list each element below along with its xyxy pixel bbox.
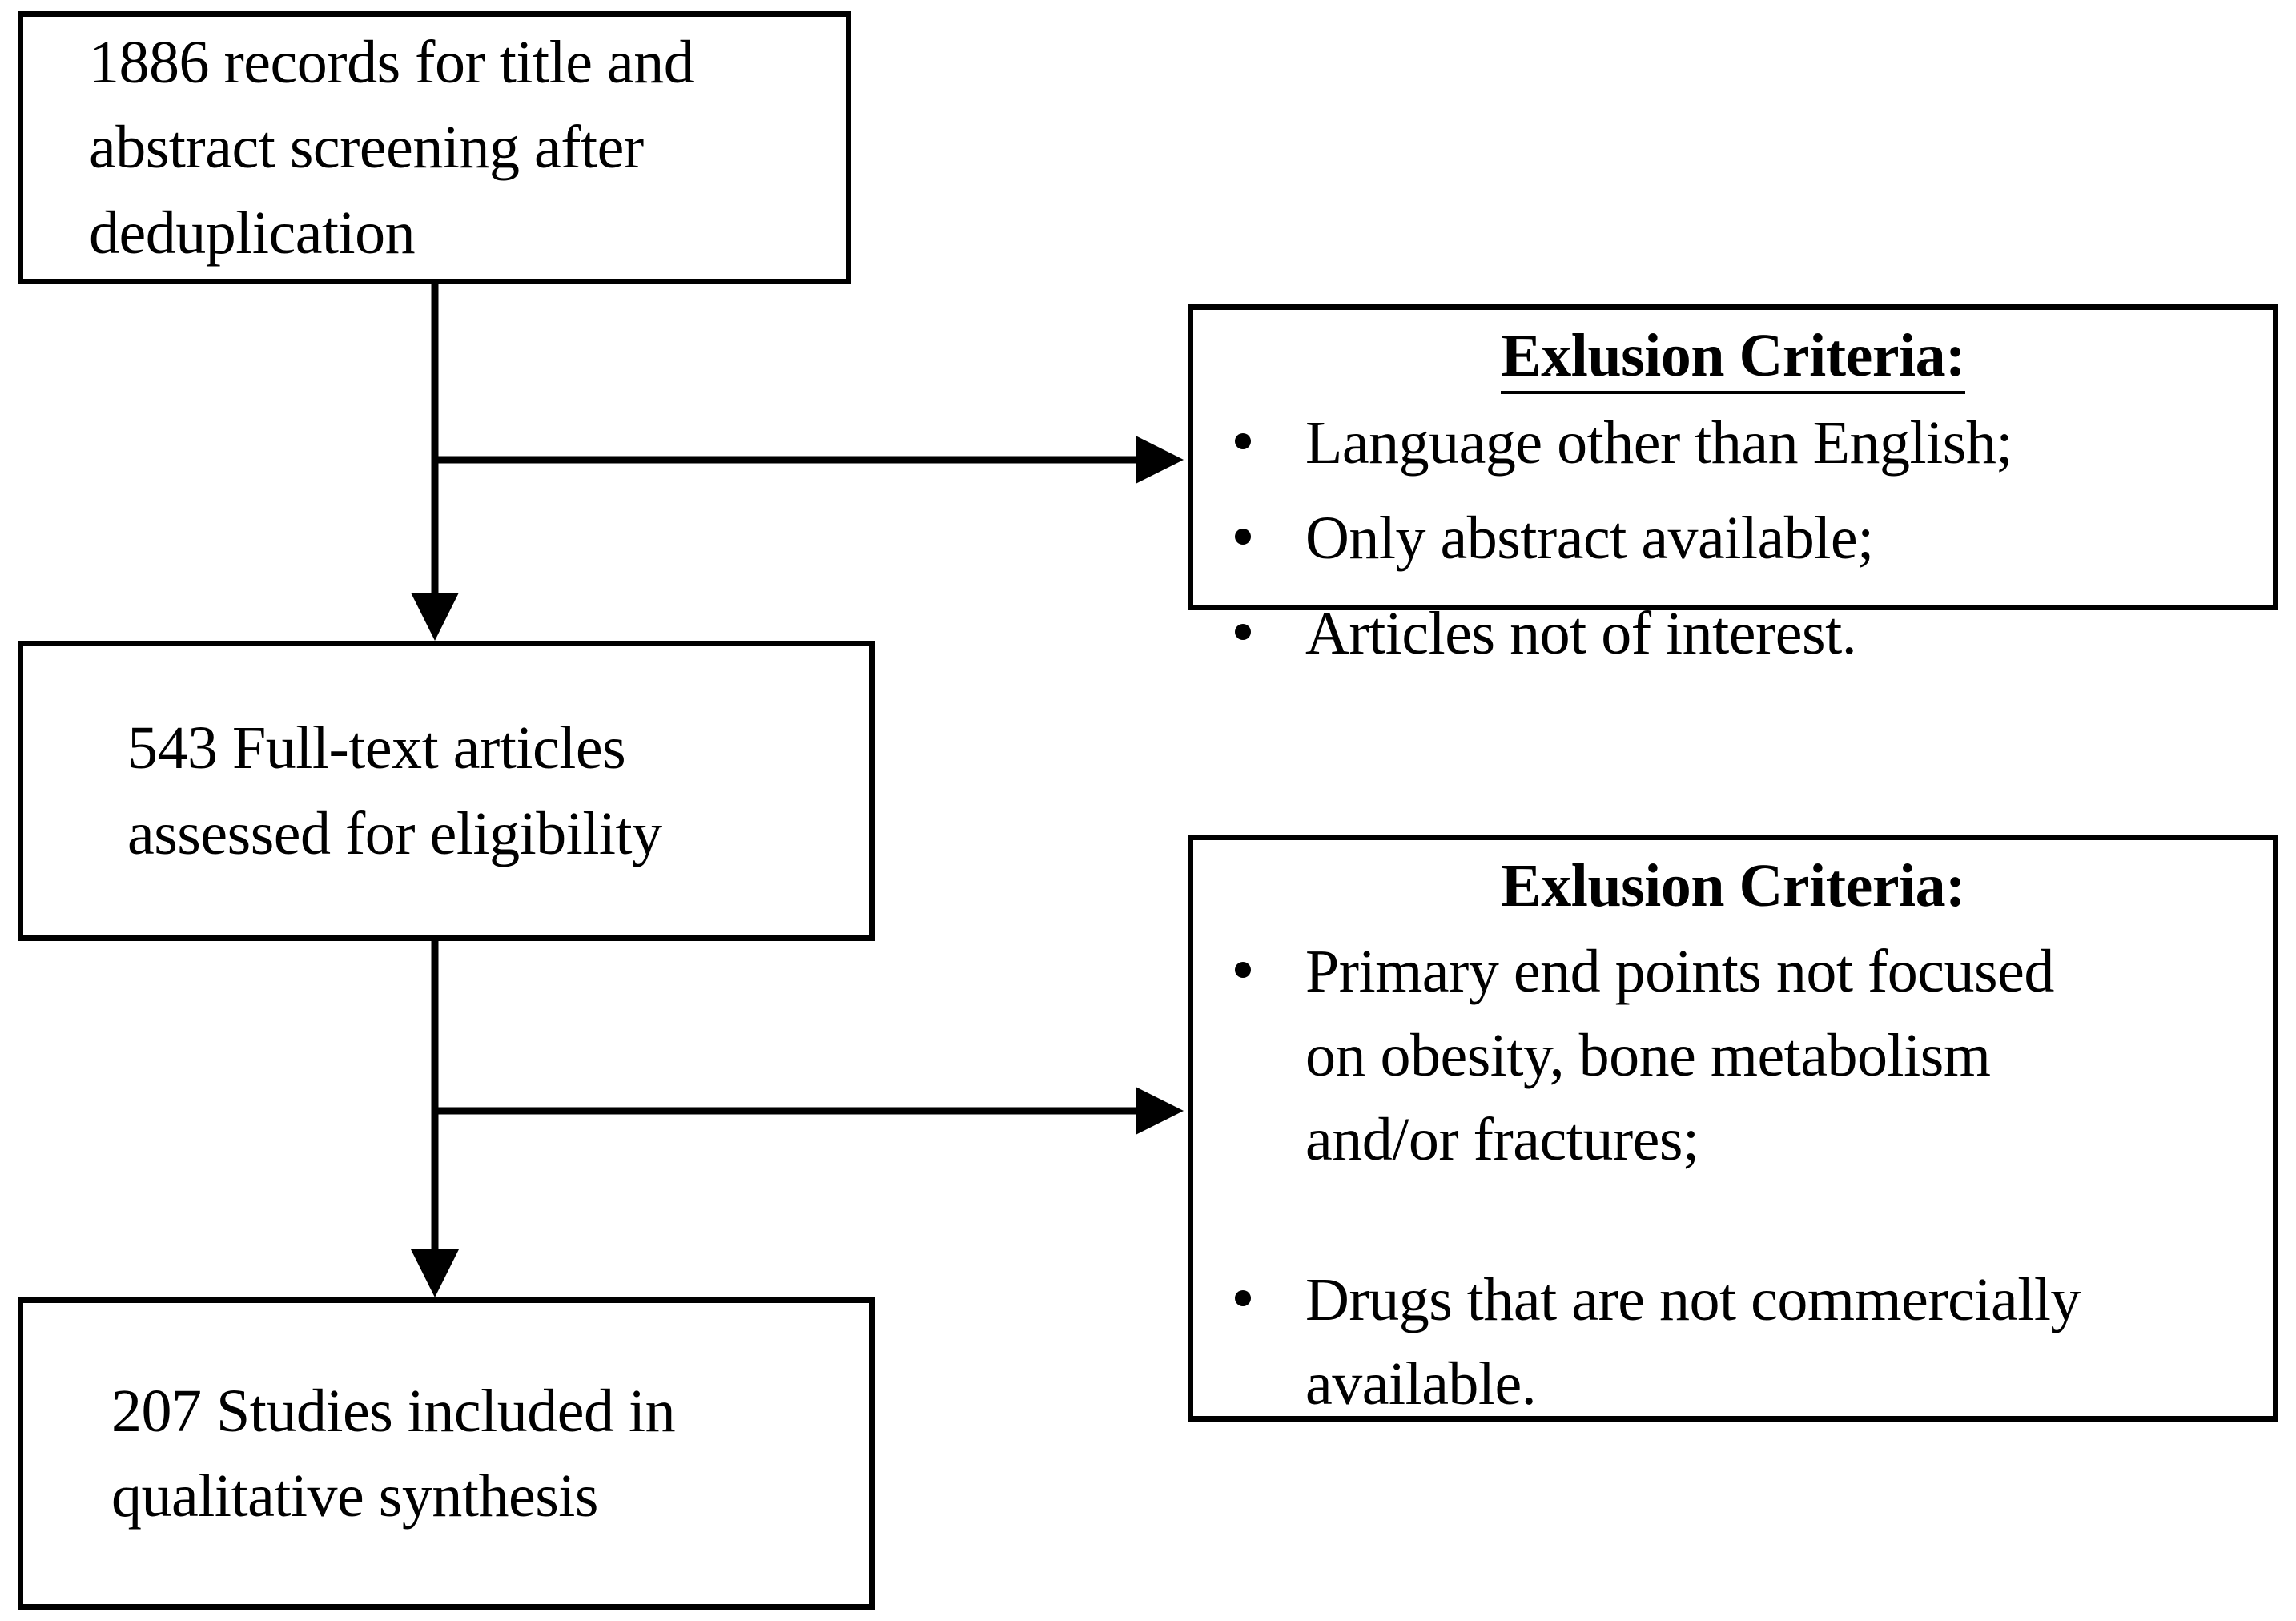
- arrow-fulltext-to-exclusion-2: [435, 1087, 1184, 1135]
- exclusion-2-item-2-line-2: available.: [1305, 1350, 1537, 1418]
- box-included-line-2: qualitative synthesis: [111, 1462, 598, 1530]
- box-fulltext-line-2: assessed for eligibility: [127, 799, 662, 867]
- bullet-icon: [1235, 432, 1251, 449]
- exclusion-1-item-2-line-1: Only abstract available;: [1305, 504, 1874, 572]
- bullet-icon: [1235, 623, 1251, 640]
- box-included-line-1: 207 Studies included in: [111, 1377, 676, 1445]
- box-studies-included: 207 Studies included in qualitative synt…: [18, 1297, 875, 1610]
- box-records-line-1: 1886 records for title and: [89, 28, 694, 96]
- box-records-line-3: deduplication: [89, 199, 416, 267]
- box-fulltext-line-1: 543 Full-text articles: [127, 714, 626, 782]
- exclusion-2-item-2-line-1: Drugs that are not commercially: [1305, 1266, 2081, 1334]
- arrow-fulltext-to-included: [411, 941, 459, 1297]
- box-exclusion-criteria-2: Exlusion Criteria: Primary end points no…: [1188, 835, 2278, 1422]
- arrow-records-to-fulltext: [411, 284, 459, 641]
- box-fulltext-assessed: 543 Full-text articles assessed for elig…: [18, 641, 875, 941]
- exclusion-1-item-1-line-1: Language other than English;: [1305, 408, 2013, 477]
- exclusion-1-heading: Exlusion Criteria:: [1193, 322, 2273, 394]
- exclusion-1-item-1: Language other than English;: [1193, 401, 2273, 485]
- exclusion-1-heading-text: Exlusion Criteria:: [1501, 322, 1965, 394]
- bullet-icon: [1235, 961, 1251, 978]
- exclusion-2-item-1-line-2: on obesity, bone metabolism: [1305, 1021, 1991, 1089]
- arrow-records-to-exclusion-1: [435, 436, 1184, 484]
- box-records-screened: 1886 records for title and abstract scre…: [18, 11, 851, 284]
- exclusion-1-list: Language other than English; Only abstra…: [1193, 401, 2273, 676]
- exclusion-1-item-3-line-1: Articles not of interest.: [1305, 599, 1857, 667]
- exclusion-2-heading-text: Exlusion Criteria:: [1501, 852, 1965, 919]
- exclusion-1-item-3: Articles not of interest.: [1193, 592, 2273, 676]
- bullet-icon: [1235, 528, 1251, 545]
- exclusion-2-heading: Exlusion Criteria:: [1193, 852, 2273, 919]
- exclusion-2-item-1-line-1: Primary end points not focused: [1305, 937, 2054, 1005]
- box-exclusion-criteria-1: Exlusion Criteria: Language other than E…: [1188, 304, 2278, 667]
- bullet-icon: [1235, 1290, 1251, 1307]
- box-records-line-2: abstract screening after: [89, 114, 644, 182]
- exclusion-2-item-1-line-3: and/or fractures;: [1305, 1105, 1699, 1173]
- exclusion-2-item-2: Drugs that are not commercially availabl…: [1193, 1258, 2273, 1426]
- exclusion-2-item-1: Primary end points not focused on obesit…: [1193, 930, 2273, 1182]
- exclusion-2-list: Primary end points not focused on obesit…: [1193, 930, 2273, 1426]
- exclusion-1-item-2: Only abstract available;: [1193, 497, 2273, 581]
